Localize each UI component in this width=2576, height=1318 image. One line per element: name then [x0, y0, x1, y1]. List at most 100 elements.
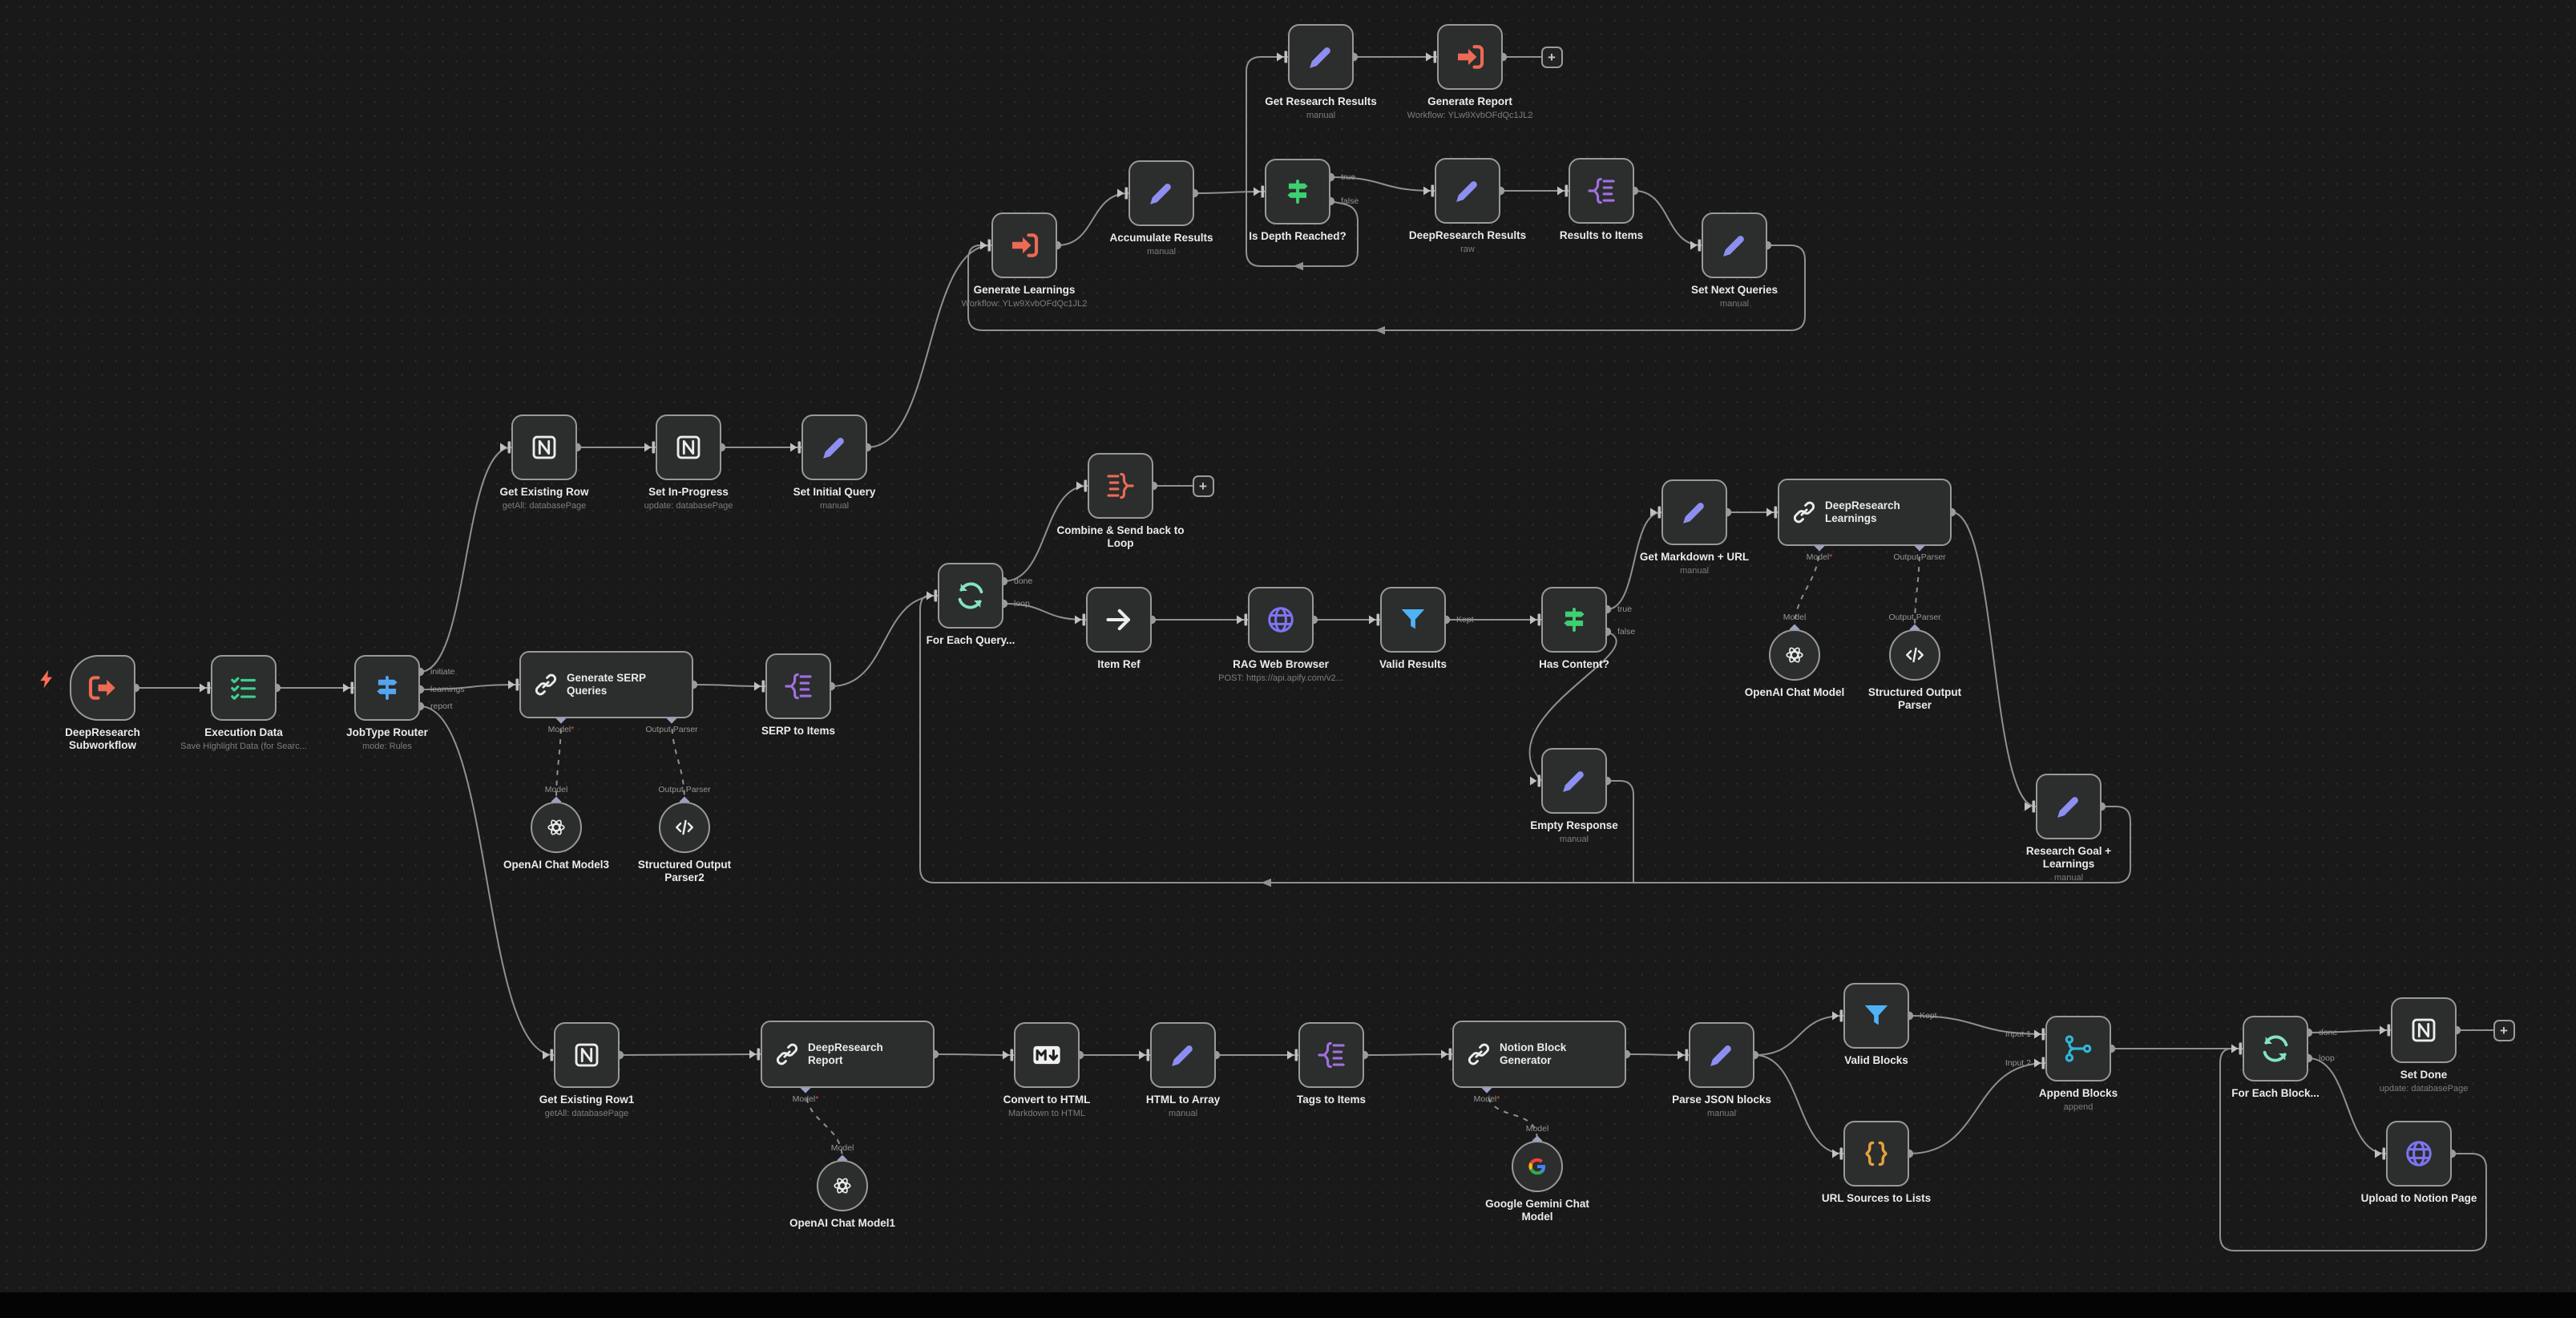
- node-valid-blocks[interactable]: [1843, 983, 1909, 1049]
- connection-set-initial-query-to-generate-learnings[interactable]: [866, 245, 992, 448]
- node-execution-data[interactable]: [211, 655, 277, 721]
- node-rag-web-browser[interactable]: [1248, 587, 1314, 653]
- connection-for-each-block-loop-to-upload[interactable]: [2307, 1057, 2387, 1154]
- connection-url-sources-to-append-input2[interactable]: [1908, 1062, 2046, 1154]
- node-append-blocks[interactable]: [2045, 1016, 2111, 1081]
- output-port-label: false: [1617, 627, 1636, 637]
- connection-jobtype-report-to-get-existing-row1[interactable]: [419, 705, 555, 1056]
- node-title: Upload to Notion Page: [2360, 1192, 2477, 1204]
- input-port-url-sources-to-lists: [1839, 1147, 1843, 1160]
- connection-report-model-to-openai1[interactable]: [805, 1087, 843, 1161]
- node-google-gemini-chat-model[interactable]: [1512, 1141, 1563, 1192]
- connection-deepresearch-report-to-convert-to-html[interactable]: [934, 1053, 1015, 1056]
- node-set-next-queries[interactable]: [1702, 212, 1767, 278]
- node-convert-to-html[interactable]: [1014, 1022, 1080, 1088]
- node-parse-json-blocks[interactable]: [1689, 1022, 1754, 1088]
- input-port-is-depth-reached: [1261, 185, 1265, 198]
- connection-serp-to-items-to-for-each-query[interactable]: [830, 595, 939, 687]
- signpost-icon: [1282, 176, 1313, 207]
- connection-empty-response-to-loop-line[interactable]: [1607, 780, 1634, 883]
- connection-generate-serp-queries-to-serp-to-items[interactable]: [692, 684, 766, 687]
- connection-valid-blocks-kept-to-append-input1[interactable]: [1908, 1015, 2046, 1035]
- node-title: HTML to Array: [1145, 1094, 1221, 1106]
- node-openai-chat-model3[interactable]: [531, 802, 582, 853]
- connection-for-each-query-done-to-combine[interactable]: [1003, 485, 1088, 582]
- connection-for-each-query-loop-to-item-ref[interactable]: [1003, 603, 1087, 621]
- connection-notion-block-generator-to-parse-json-blocks[interactable]: [1625, 1053, 1690, 1056]
- node-structured-output-parser[interactable]: [1889, 629, 1940, 681]
- connection-serp-model-to-openai3[interactable]: [555, 718, 562, 803]
- node-results-to-items[interactable]: [1569, 158, 1634, 224]
- globe-icon: [2404, 1138, 2434, 1169]
- node-get-research-results[interactable]: [1288, 24, 1354, 90]
- connection-results-to-items-to-set-next-queries[interactable]: [1633, 190, 1702, 246]
- connection-set-next-queries-to-generate-learnings[interactable]: [967, 245, 1806, 331]
- node-title: RAG Web Browser: [1233, 658, 1329, 670]
- connection-generate-learnings-to-accumulate-results[interactable]: [1056, 192, 1129, 246]
- node-generate-report[interactable]: [1437, 24, 1503, 90]
- node-set-in-progress[interactable]: [656, 414, 721, 480]
- connection-jobtype-learnings-to-generate-serp-queries[interactable]: [419, 684, 520, 690]
- aggregate-icon: [1105, 471, 1136, 501]
- node-has-content[interactable]: [1541, 587, 1607, 653]
- node-subtitle: manual: [1168, 1109, 1198, 1118]
- node-structured-output-parser2[interactable]: [659, 802, 710, 853]
- node-upload-to-notion-page[interactable]: [2386, 1121, 2452, 1187]
- node-openai-chat-model[interactable]: [1769, 629, 1820, 681]
- connection-deepresearch-learnings-to-research-goal[interactable]: [1951, 511, 2037, 807]
- node-valid-results[interactable]: [1380, 587, 1446, 653]
- node-combine-send-back-to-loop[interactable]: [1088, 453, 1153, 519]
- output-port-label: loop: [2319, 1053, 2335, 1063]
- node-jobtype-router[interactable]: [354, 655, 420, 721]
- connection-jobtype-initiate-to-get-existing-row[interactable]: [419, 447, 512, 673]
- connection-parse-json-blocks-to-valid-blocks[interactable]: [1754, 1015, 1844, 1056]
- node-empty-response[interactable]: [1541, 748, 1607, 814]
- output-port-label: initiate: [430, 667, 455, 677]
- node-set-done[interactable]: [2391, 997, 2457, 1063]
- add-node-button[interactable]: +: [1540, 46, 1563, 68]
- node-get-existing-row[interactable]: [511, 414, 577, 480]
- node-tags-to-items[interactable]: [1298, 1022, 1364, 1088]
- add-node-button[interactable]: +: [1192, 475, 1214, 497]
- node-get-existing-row1[interactable]: [554, 1022, 620, 1088]
- node-set-initial-query[interactable]: [801, 414, 867, 480]
- connection-get-existing-row1-to-deepresearch-report[interactable]: [619, 1053, 761, 1056]
- node-get-markdown-url[interactable]: [1661, 479, 1727, 545]
- node-for-each-query[interactable]: [938, 563, 1003, 629]
- connection-learnings-model-to-openai[interactable]: [1794, 545, 1820, 630]
- input-port-empty-response: [1537, 774, 1541, 787]
- node-openai-chat-model1[interactable]: [817, 1160, 868, 1211]
- node-is-depth-reached[interactable]: [1265, 159, 1330, 224]
- signpost-icon: [372, 673, 402, 703]
- node-title: Generate Report: [1427, 95, 1512, 107]
- node-item-ref[interactable]: [1086, 587, 1152, 653]
- node-deepresearch-subworkflow[interactable]: [70, 655, 135, 721]
- add-node-button[interactable]: +: [2493, 1019, 2515, 1041]
- connection-for-each-block-done-to-set-done[interactable]: [2307, 1029, 2392, 1033]
- node-html-to-array[interactable]: [1150, 1022, 1216, 1088]
- node-title: Set Initial Query: [793, 486, 876, 498]
- node-deepresearch-results[interactable]: [1435, 158, 1500, 224]
- node-label-serp-to-items: SERP to Items: [761, 725, 835, 738]
- node-serp-to-items[interactable]: [765, 653, 831, 719]
- node-for-each-block[interactable]: [2243, 1016, 2308, 1081]
- node-research-goal-learnings[interactable]: [2036, 774, 2102, 839]
- node-accumulate-results[interactable]: [1129, 160, 1194, 226]
- connection-tags-to-items-to-notion-block-generator[interactable]: [1363, 1053, 1453, 1056]
- connection-accumulate-results-to-is-depth-reached[interactable]: [1193, 191, 1266, 194]
- connection-has-content-true-to-get-markdown-url[interactable]: [1606, 511, 1662, 610]
- connection-notion-gen-model-to-gemini[interactable]: [1486, 1087, 1538, 1142]
- connection-parse-json-blocks-to-url-sources[interactable]: [1754, 1054, 1844, 1154]
- connection-is-depth-true-to-deepresearch-results[interactable]: [1330, 176, 1435, 192]
- node-url-sources-to-lists[interactable]: [1843, 1121, 1909, 1187]
- sub-port-label: Model*: [1806, 552, 1833, 562]
- connection-serp-parser-to-structured-parser2[interactable]: [671, 718, 685, 803]
- connection-learnings-parser-to-structured-parser[interactable]: [1914, 545, 1920, 630]
- node-generate-learnings[interactable]: [991, 212, 1057, 278]
